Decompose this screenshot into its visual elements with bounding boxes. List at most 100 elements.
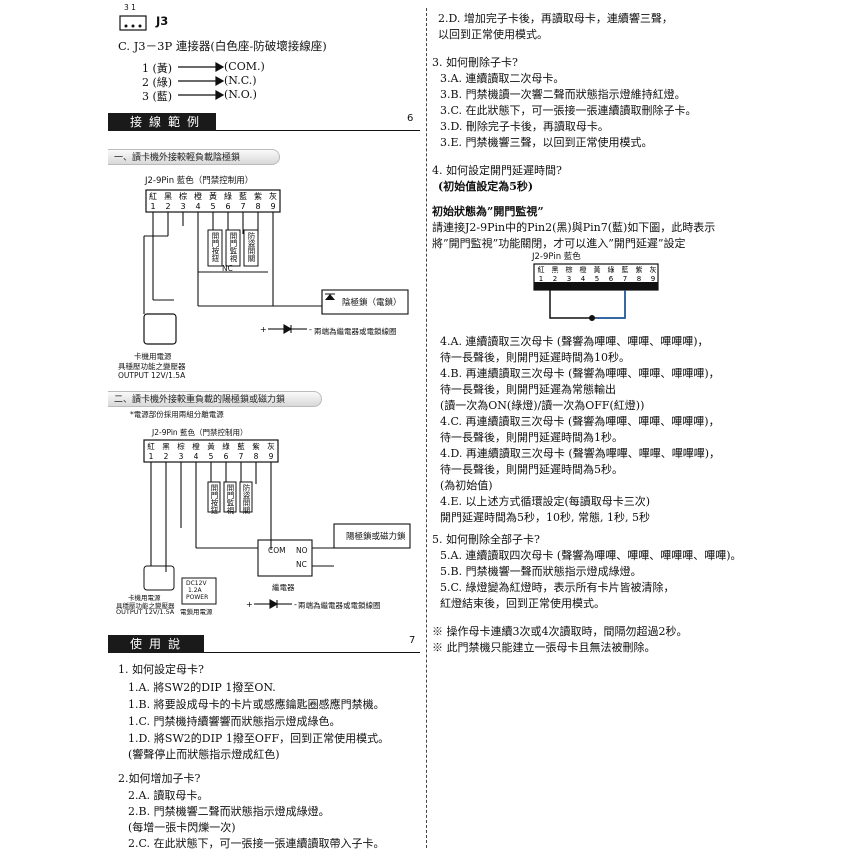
diagram1-psu-3: OUTPUT 12V/1.5A [118, 371, 186, 380]
connector-pin-8: 8 [254, 452, 259, 461]
diagram2-lock-label: 陽極鎖或磁力鎖 [346, 532, 406, 542]
q5-item-c2: 紅燈結束後，回到正常使用模式。 [440, 597, 605, 610]
q5-item-b: 5.B. 門禁機響一聲而狀態指示燈成綠燈。 [440, 565, 642, 578]
connector-color-1: 紅 [538, 265, 545, 274]
connector-color-2: 黑 [552, 266, 559, 274]
q4-title: 4. 如何設定開門延遲時間? [432, 164, 562, 177]
diagram2-subnote: *電源部份採用兩組分離電源 [130, 410, 224, 419]
q3-title: 3. 如何刪除子卡? [432, 56, 518, 69]
section-usage-page: 7 [409, 635, 416, 646]
connector-pin-1: 1 [150, 202, 155, 211]
connector-pin-7: 7 [623, 275, 627, 283]
connector-color-9: 灰 [269, 191, 277, 201]
section-wiring-page: 6 [407, 113, 414, 124]
q5-title: 5. 如何刪除全部子卡? [432, 533, 540, 546]
connector-pin-1: 1 [539, 275, 543, 283]
connector-color-5: 黃 [209, 191, 217, 201]
connector-pin-7: 7 [239, 452, 244, 461]
q1-item-c: 1.C. 門禁機持續響響而狀態指示燈成綠色。 [128, 715, 341, 728]
section-usage-rule [204, 652, 420, 653]
monitor-connector-title: J2-9Pin 藍色 [532, 252, 581, 262]
connector-color-3: 棕 [566, 265, 573, 274]
connector-pin-1: 1 [149, 452, 154, 461]
relay-nc: NC [296, 560, 307, 569]
q4-item-d3: (為初始值) [440, 479, 493, 492]
connector-color-1: 紅 [149, 191, 157, 201]
connector-color-9: 灰 [267, 441, 275, 451]
diagram1-diode-note: 兩端為繼電器或電鎖線圈 [314, 327, 397, 336]
q3-item-a: 3.A. 連續讀取二次母卡。 [440, 72, 565, 85]
connector-color-6: 綠 [224, 191, 232, 201]
pin-2-left: 2 (綠) [142, 76, 173, 89]
q3-item-d: 3.D. 刪除完子卡後，再讀取母卡。 [440, 120, 609, 133]
power-box-1: DC12V [186, 580, 207, 587]
q4-item-c: 4.C. 再連續讀取三次母卡 (聲響為嗶嗶、嗶嗶、嗶嗶嗶)， [440, 415, 720, 428]
connector-pin-5: 5 [209, 452, 214, 461]
pin-1-left: 1 (黃) [142, 62, 173, 75]
connector-color-6: 綠 [222, 441, 230, 451]
power-box-2: 1.2A [188, 587, 202, 594]
connector-pin-4: 4 [195, 202, 200, 211]
diagram2-psu-1: 卡機用電源 [128, 594, 161, 602]
q4-item-b3: (讀一次為ON(綠燈)/讀一次為OFF(紅燈)) [440, 399, 645, 412]
connector-pin-2: 2 [165, 202, 170, 211]
connector-pin-9: 9 [269, 452, 274, 461]
connector-color-5: 黃 [594, 265, 601, 274]
note-2: ※ 此門禁機只能建立一張母卡且無法被刪除。 [432, 641, 656, 654]
svg-text:+: + [246, 600, 253, 609]
q1-item-a: 1.A. 將SW2的DIP 1撥至ON. [128, 681, 276, 694]
diagram1-switch-1: 開門按鈕 [211, 232, 220, 262]
diagram2-diode-note: 兩端為繼電器或電鎖線圈 [298, 601, 381, 610]
connector-pin-3: 3 [567, 275, 571, 283]
monitor-line2: 將”開門監視”功能關閉，才可以進入”開門延遲”設定 [432, 237, 686, 250]
q1-item-b: 1.B. 將要設成母卡的卡片或感應鑰匙圈感應門禁機。 [128, 698, 385, 711]
diagram2-switch-2: 開門監視 [226, 484, 235, 514]
q2-item-c: 2.C. 在此狀態下，可一張接一張連續讀取帶入子卡。 [128, 837, 385, 850]
diagram1-switch-2: 開門監視 [229, 232, 238, 262]
section-usage-header: 使用說明 7 [108, 635, 420, 669]
q4-item-a: 4.A. 連續讀取三次母卡 (聲響為嗶嗶、嗶嗶、嗶嗶嗶)， [440, 335, 709, 348]
connector-pin-9: 9 [651, 275, 655, 283]
diagram1-psu-2: 具穩壓功能之變壓器 [118, 362, 186, 371]
svg-text:-: - [309, 325, 312, 334]
connector-color-4: 橙 [192, 441, 200, 451]
diagram1-switch-3: 防盜開關 [247, 232, 256, 262]
connector-color-8: 紫 [252, 442, 260, 451]
q5-item-c: 5.C. 綠燈變為紅燈時，表示所有卡片皆被清除， [440, 581, 675, 594]
q2-item-b: 2.B. 門禁機響二聲而狀態指示燈成綠燈。 [128, 805, 330, 818]
q4-item-b2: 待一長聲後，則開門延遲為常態輸出 [440, 383, 616, 396]
q3-item-c: 3.C. 在此狀態下，可一張接一張連續讀取刪除子卡。 [440, 104, 697, 117]
connector-color-7: 藍 [622, 265, 629, 274]
pin-3-right: (N.O.) [224, 88, 257, 101]
connector-color-1: 紅 [147, 441, 155, 451]
connector-color-9: 灰 [650, 265, 657, 274]
q4-item-d: 4.D. 再連續讀取三次母卡 (聲響為嗶嗶、嗶嗶、嗶嗶嗶)， [440, 447, 720, 460]
j3-pin-numbers: 3 1 [124, 3, 136, 12]
connector-pin-6: 6 [609, 275, 614, 283]
connector-pin-8: 8 [637, 275, 641, 283]
q5-item-a: 5.A. 連續讀取四次母卡 (聲響為嗶嗶、嗶嗶、嗶嗶嗶、嗶嗶)。 [440, 549, 742, 562]
connector-pin-6: 6 [224, 452, 229, 461]
q3-item-e: 3.E. 門禁機響三聲，以回到正常使用模式。 [440, 136, 653, 149]
connector-pin-7: 7 [240, 202, 245, 211]
diagram2-psu-3: OUTPUT 12V/1.5A [116, 608, 175, 616]
q4-item-e: 4.E. 以上述方式循環設定(每讀取母卡三次) [440, 495, 651, 508]
r-2d-line2: 以回到正常使用模式。 [438, 28, 548, 41]
connector-color-7: 藍 [239, 191, 247, 201]
diagram1-nc-label: NC [222, 264, 233, 273]
svg-text:+: + [260, 325, 267, 334]
diagram2-switch-1: 開門按鈕 [210, 484, 219, 514]
connector-pin-4: 4 [581, 275, 586, 283]
q3-item-b: 3.B. 門禁機讀一次響二聲而狀態指示燈維持紅燈。 [440, 88, 686, 101]
connector-pin-4: 4 [194, 452, 199, 461]
diagram2-pill: 二、讀卡機外接較重負載的陽極鎖或磁力鎖 [108, 391, 322, 407]
connector-color-3: 棕 [179, 191, 187, 201]
connector-pin-5: 5 [210, 202, 215, 211]
relay-label: 繼電器 [272, 583, 295, 592]
note-1: ※ 操作母卡連續3次或4次讀取時，間隔勿超過2秒。 [432, 625, 688, 638]
q4-item-b: 4.B. 再連續讀取三次母卡 (聲響為嗶嗶、嗶嗶、嗶嗶嗶)， [440, 367, 720, 380]
relay-no: NO [296, 546, 308, 555]
connector-color-5: 黃 [207, 441, 215, 451]
svg-text:-: - [294, 600, 297, 609]
